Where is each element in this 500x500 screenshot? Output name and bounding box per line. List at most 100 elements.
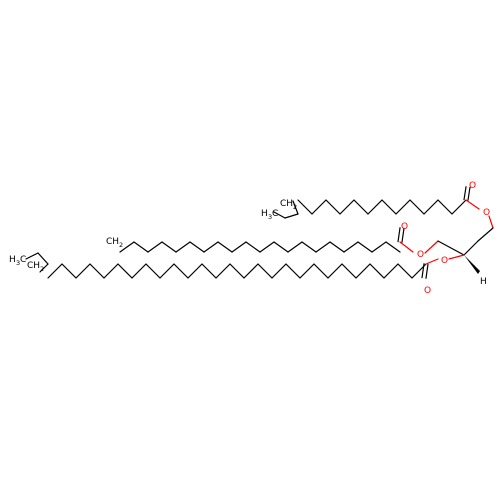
- bottom-chain-bond: [257, 263, 273, 279]
- bottom-chain-bond: [383, 263, 399, 279]
- stereo-wedge-bond: [464, 255, 480, 274]
- bottom-chain-bond: [215, 263, 231, 279]
- middle-ester-bond: [399, 241, 414, 253]
- bottom-chain-bond: [75, 263, 91, 279]
- top-chain-bond: [311, 199, 327, 215]
- bottom-carbonyl-double-bond: [421, 263, 425, 279]
- bottom-chain-bond: [243, 263, 259, 279]
- bottom-branch-bond: [37, 252, 49, 265]
- top-carbonyl-double-bond: [463, 186, 467, 201]
- bottom-chain-bond: [159, 263, 175, 279]
- middle-chain-bond: [371, 241, 387, 253]
- middle-chain-bond: [203, 241, 219, 253]
- bottom-chain-bond: [201, 263, 217, 279]
- middle-chain-bond: [287, 241, 303, 253]
- middle-chain-bond: [175, 241, 191, 253]
- top-branch-bond: [284, 213, 299, 219]
- bottom-chain-bond: [299, 263, 315, 279]
- middle-chain-bond: [189, 241, 205, 253]
- bond-layer: [25, 186, 494, 279]
- bottom-ester-bond: [448, 254, 465, 260]
- bottom-chain-bond: [271, 263, 287, 279]
- middle-chain-bond: [231, 241, 247, 253]
- top-chain-bond: [325, 199, 341, 215]
- middle-chain-bond: [315, 241, 331, 253]
- bottom-chain-bond: [187, 263, 203, 279]
- top-chain-bond: [451, 199, 467, 215]
- glycerol-bond: [463, 240, 479, 256]
- top-terminal-ch3-sub: 3: [268, 213, 272, 221]
- middle-carbonyl-double-bond: [401, 227, 405, 243]
- bottom-carbonyl-double-bond: [425, 263, 429, 279]
- top-terminal-ch3-c: C: [272, 209, 278, 219]
- middle-chain-bond: [343, 241, 359, 253]
- middle-carbonyl-oxygen: O: [401, 222, 408, 232]
- bottom-branch-ch2-ch: CH: [27, 261, 40, 271]
- top-chain-bond: [353, 199, 369, 215]
- bottom-branch-ch2-sub: 2: [40, 265, 44, 273]
- top-terminal-ch3-h: H: [261, 209, 268, 219]
- top-branch-bond: [292, 200, 299, 215]
- bottom-terminal-ch3-h: H: [9, 255, 16, 265]
- middle-chain-bond: [119, 241, 135, 253]
- bottom-branch-bond: [25, 252, 39, 260]
- top-branch-ch2-ch: CH: [280, 199, 293, 209]
- top-carbonyl-double-bond: [467, 186, 471, 201]
- bottom-chain-bond: [173, 263, 189, 279]
- top-carbonyl-oxygen: O: [469, 181, 476, 191]
- bottom-chain-bond: [313, 263, 329, 279]
- middle-chain-bond: [161, 241, 177, 253]
- glycerol-bond: [437, 240, 465, 256]
- top-chain-bond: [423, 199, 439, 215]
- bottom-terminal-ch3-c: C: [20, 255, 26, 265]
- bottom-chain-bond: [229, 263, 245, 279]
- top-branch-ch2-sub: 2: [293, 203, 297, 211]
- middle-chain-bond: [217, 241, 233, 253]
- middle-chain-bond: [259, 241, 275, 253]
- top-ester-bond: [488, 215, 494, 229]
- bottom-branch-bond: [39, 263, 49, 273]
- middle-chain-bond: [147, 241, 163, 253]
- middle-chain-bond: [301, 241, 317, 253]
- bottom-carbonyl-oxygen: O: [424, 286, 431, 296]
- stereo-hydrogen-label: H: [480, 277, 487, 287]
- bottom-chain-bond: [397, 263, 413, 279]
- bottom-chain-bond: [285, 263, 301, 279]
- bottom-ester-bond: [425, 258, 439, 265]
- top-ester-bond: [465, 199, 480, 210]
- top-chain-bond: [437, 199, 453, 215]
- bottom-terminal-ch3-sub: 3: [16, 259, 20, 267]
- bottom-ester-oxygen: O: [441, 256, 448, 266]
- bottom-chain-bond: [327, 263, 343, 279]
- middle-carbonyl-double-bond: [397, 227, 401, 243]
- bottom-chain-bond: [145, 263, 161, 279]
- top-chain-bond: [367, 199, 383, 215]
- top-chain-bond: [297, 199, 313, 215]
- top-ester-oxygen: O: [483, 208, 490, 218]
- glycerol-bond: [477, 227, 494, 242]
- bottom-chain-bond: [89, 263, 105, 279]
- middle-terminal-ch2-sub: 2: [119, 241, 123, 249]
- bottom-chain-bond: [61, 263, 77, 279]
- top-chain-bond: [395, 199, 411, 215]
- middle-chain-bond: [133, 241, 149, 253]
- top-chain-bond: [409, 199, 425, 215]
- bottom-chain-bond: [103, 263, 119, 279]
- middle-terminal-ch2-ch: CH: [106, 237, 119, 247]
- bottom-chain-bond: [131, 263, 147, 279]
- middle-chain-bond: [357, 241, 373, 253]
- middle-ester-bond: [424, 240, 439, 254]
- middle-chain-bond: [245, 241, 261, 253]
- middle-chain-bond: [385, 241, 401, 253]
- bottom-chain-bond: [355, 263, 371, 279]
- middle-chain-bond: [329, 241, 345, 253]
- top-chain-bond: [339, 199, 355, 215]
- bottom-chain-bond: [369, 263, 385, 279]
- middle-ester-oxygen: O: [417, 250, 424, 260]
- bottom-chain-bond: [47, 263, 63, 279]
- bottom-chain-bond: [341, 263, 357, 279]
- top-chain-bond: [381, 199, 397, 215]
- middle-chain-bond: [273, 241, 289, 253]
